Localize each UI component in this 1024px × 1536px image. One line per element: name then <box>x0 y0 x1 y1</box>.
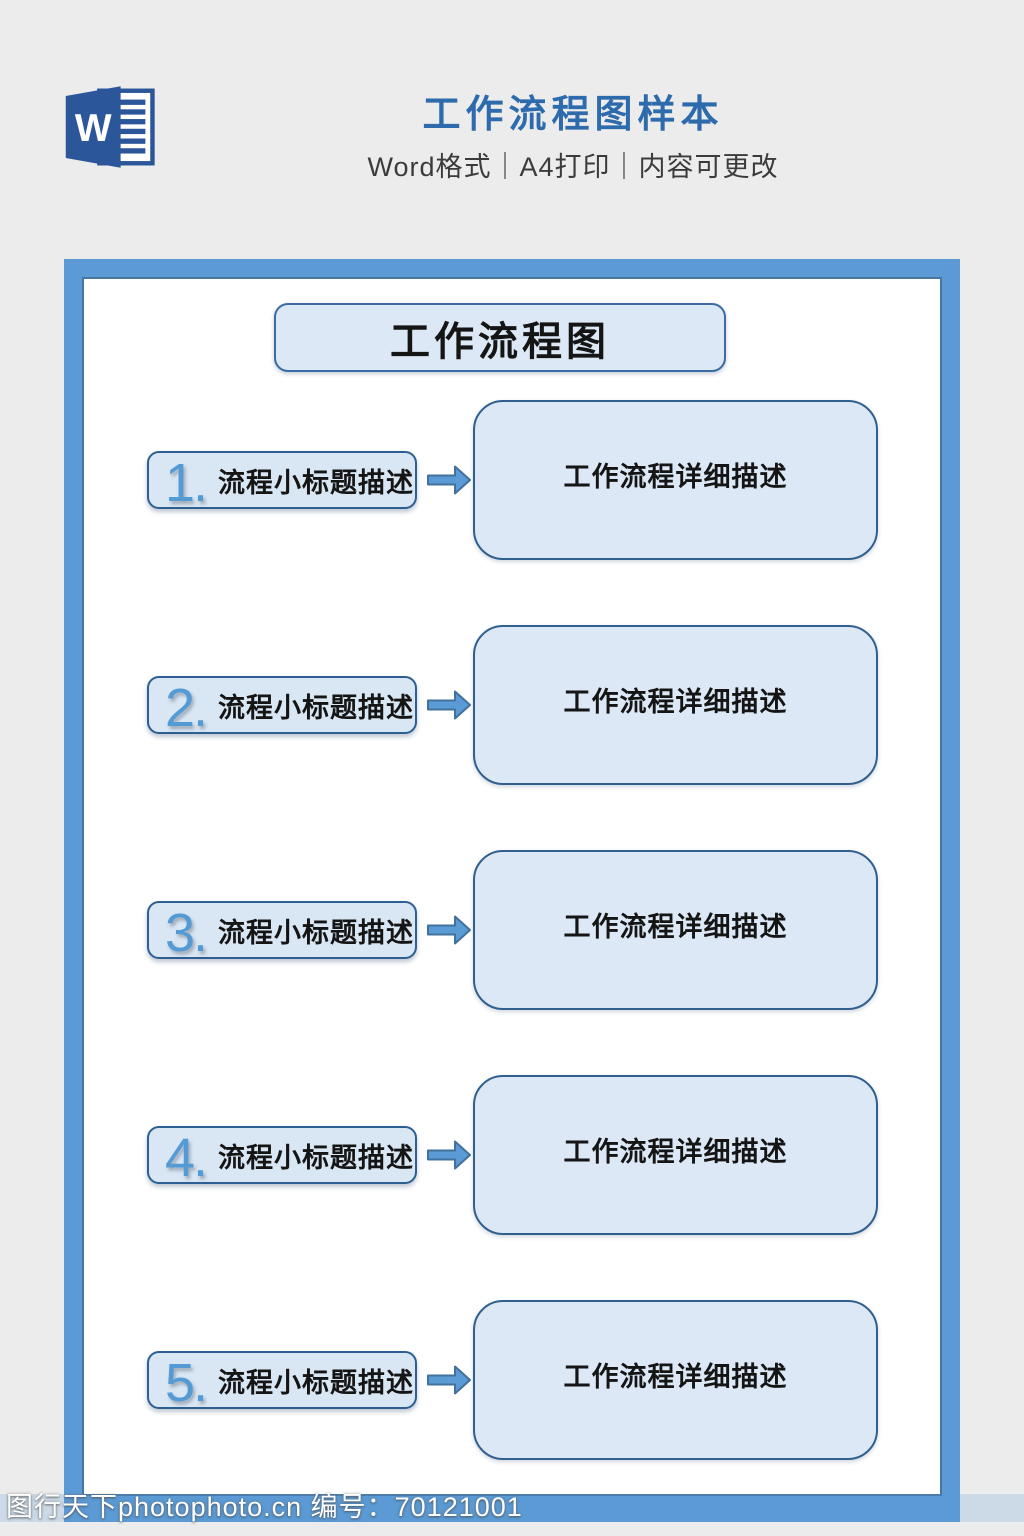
step-detail-label: 工作流程详细描述 <box>563 461 788 492</box>
flow-step-row: 5. 流程小标题描述 工作流程详细描述 <box>84 1300 938 1460</box>
watermark-strip <box>0 1494 1024 1522</box>
flowchart-title-box: 工作流程图 <box>274 303 726 372</box>
step-title-box: 1. 流程小标题描述 <box>147 451 417 513</box>
step-title-box: 5. 流程小标题描述 <box>147 1351 417 1413</box>
step-detail-box: 工作流程详细描述 <box>473 1300 878 1460</box>
step-number: 5. <box>165 1353 208 1413</box>
step-title-label: 流程小标题描述 <box>218 692 415 723</box>
document-page: 工作流程图 1. 流程小标题描述 工作流程详细描述 2. 流程小标题描述 工作流… <box>82 277 942 1496</box>
flowchart-title: 工作流程图 <box>390 319 610 364</box>
step-title-box: 2. 流程小标题描述 <box>147 676 417 738</box>
flow-step-row: 1. 流程小标题描述 工作流程详细描述 <box>84 400 938 560</box>
step-number: 2. <box>165 678 208 738</box>
right-arrow-icon <box>427 690 471 720</box>
step-detail-label: 工作流程详细描述 <box>563 911 788 942</box>
step-detail-box: 工作流程详细描述 <box>473 1075 878 1235</box>
step-title-label: 流程小标题描述 <box>218 467 415 498</box>
step-detail-label: 工作流程详细描述 <box>563 1361 788 1392</box>
right-arrow-icon <box>427 915 471 945</box>
step-title-box: 3. 流程小标题描述 <box>147 901 417 963</box>
step-detail-label: 工作流程详细描述 <box>563 686 788 717</box>
flow-step-row: 3. 流程小标题描述 工作流程详细描述 <box>84 850 938 1010</box>
step-number: 1. <box>165 453 208 513</box>
step-detail-box: 工作流程详细描述 <box>473 625 878 785</box>
step-title-label: 流程小标题描述 <box>218 917 415 948</box>
step-title-label: 流程小标题描述 <box>218 1142 415 1173</box>
word-document-lines <box>108 99 146 154</box>
word-icon: W <box>65 86 155 168</box>
document-page-frame: 工作流程图 1. 流程小标题描述 工作流程详细描述 2. 流程小标题描述 工作流… <box>64 259 960 1522</box>
step-number: 4. <box>165 1128 208 1188</box>
word-w-panel <box>65 86 121 168</box>
step-title-box: 4. 流程小标题描述 <box>147 1126 417 1188</box>
word-w-letter: W <box>75 107 112 150</box>
header: 工作流程图样本 Word格式｜A4打印｜内容可更改 <box>263 92 883 182</box>
watermark-text: 图行天下photophoto.cn 编号：70121001 <box>6 1492 523 1522</box>
flow-step-row: 2. 流程小标题描述 工作流程详细描述 <box>84 625 938 785</box>
step-detail-box: 工作流程详细描述 <box>473 850 878 1010</box>
page-subtitle: Word格式｜A4打印｜内容可更改 <box>367 152 779 182</box>
right-arrow-icon <box>427 1140 471 1170</box>
flow-step-row: 4. 流程小标题描述 工作流程详细描述 <box>84 1075 938 1235</box>
step-detail-box: 工作流程详细描述 <box>473 400 878 560</box>
page-title: 工作流程图样本 <box>422 94 724 136</box>
right-arrow-icon <box>427 1365 471 1395</box>
step-number: 3. <box>165 903 208 963</box>
right-arrow-icon <box>427 465 471 495</box>
step-title-label: 流程小标题描述 <box>218 1367 415 1398</box>
step-detail-label: 工作流程详细描述 <box>563 1136 788 1167</box>
